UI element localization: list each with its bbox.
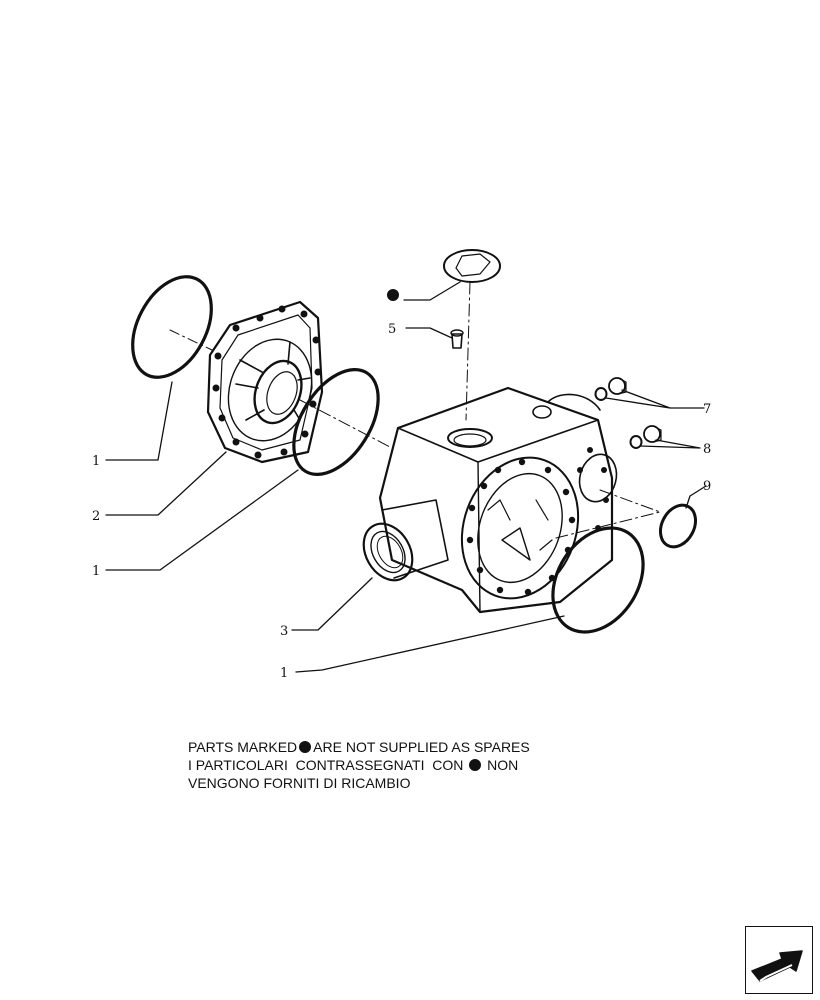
end-cover-flange	[206, 300, 324, 464]
not-supplied-marker-icon	[387, 289, 399, 301]
marker-dot-icon	[469, 759, 482, 771]
o-ring-small-9	[658, 503, 698, 549]
breather-fitting	[450, 329, 464, 349]
o-ring-right	[551, 526, 645, 634]
callout-7: 7	[703, 402, 711, 417]
callout-1-left: 1	[92, 454, 100, 469]
callout-1-middle: 1	[92, 564, 100, 579]
o-ring-left	[131, 275, 213, 379]
next-page-arrow-icon	[751, 950, 803, 982]
plug-8	[629, 425, 662, 449]
callout-8: 8	[703, 442, 711, 457]
leader-lines	[105, 281, 707, 673]
note-line2-b: NON	[483, 757, 519, 773]
top-cap-not-supplied	[443, 249, 501, 421]
callout-3: 3	[280, 624, 288, 639]
callout-2: 2	[92, 509, 100, 524]
callout-1-right: 1	[280, 666, 288, 681]
next-page-button[interactable]	[745, 926, 813, 994]
marker-dot-icon	[299, 741, 312, 753]
axle-housing	[362, 386, 661, 614]
note-line3: VENGONO FORNITI DI RICAMBIO	[188, 775, 411, 791]
plug-7	[594, 377, 627, 401]
callout-5: 5	[388, 322, 396, 337]
note-line2-a: I PARTICOLARI CONTRASSEGNATI CON	[188, 757, 464, 773]
note-line1-b: ARE NOT SUPPLIED AS SPARES	[313, 739, 530, 755]
note-line1-a: PARTS MARKED	[188, 739, 298, 755]
spares-note: PARTS MARKED ARE NOT SUPPLIED AS SPARES I…	[188, 738, 530, 792]
callout-9: 9	[703, 479, 711, 494]
o-ring-middle	[292, 368, 393, 476]
